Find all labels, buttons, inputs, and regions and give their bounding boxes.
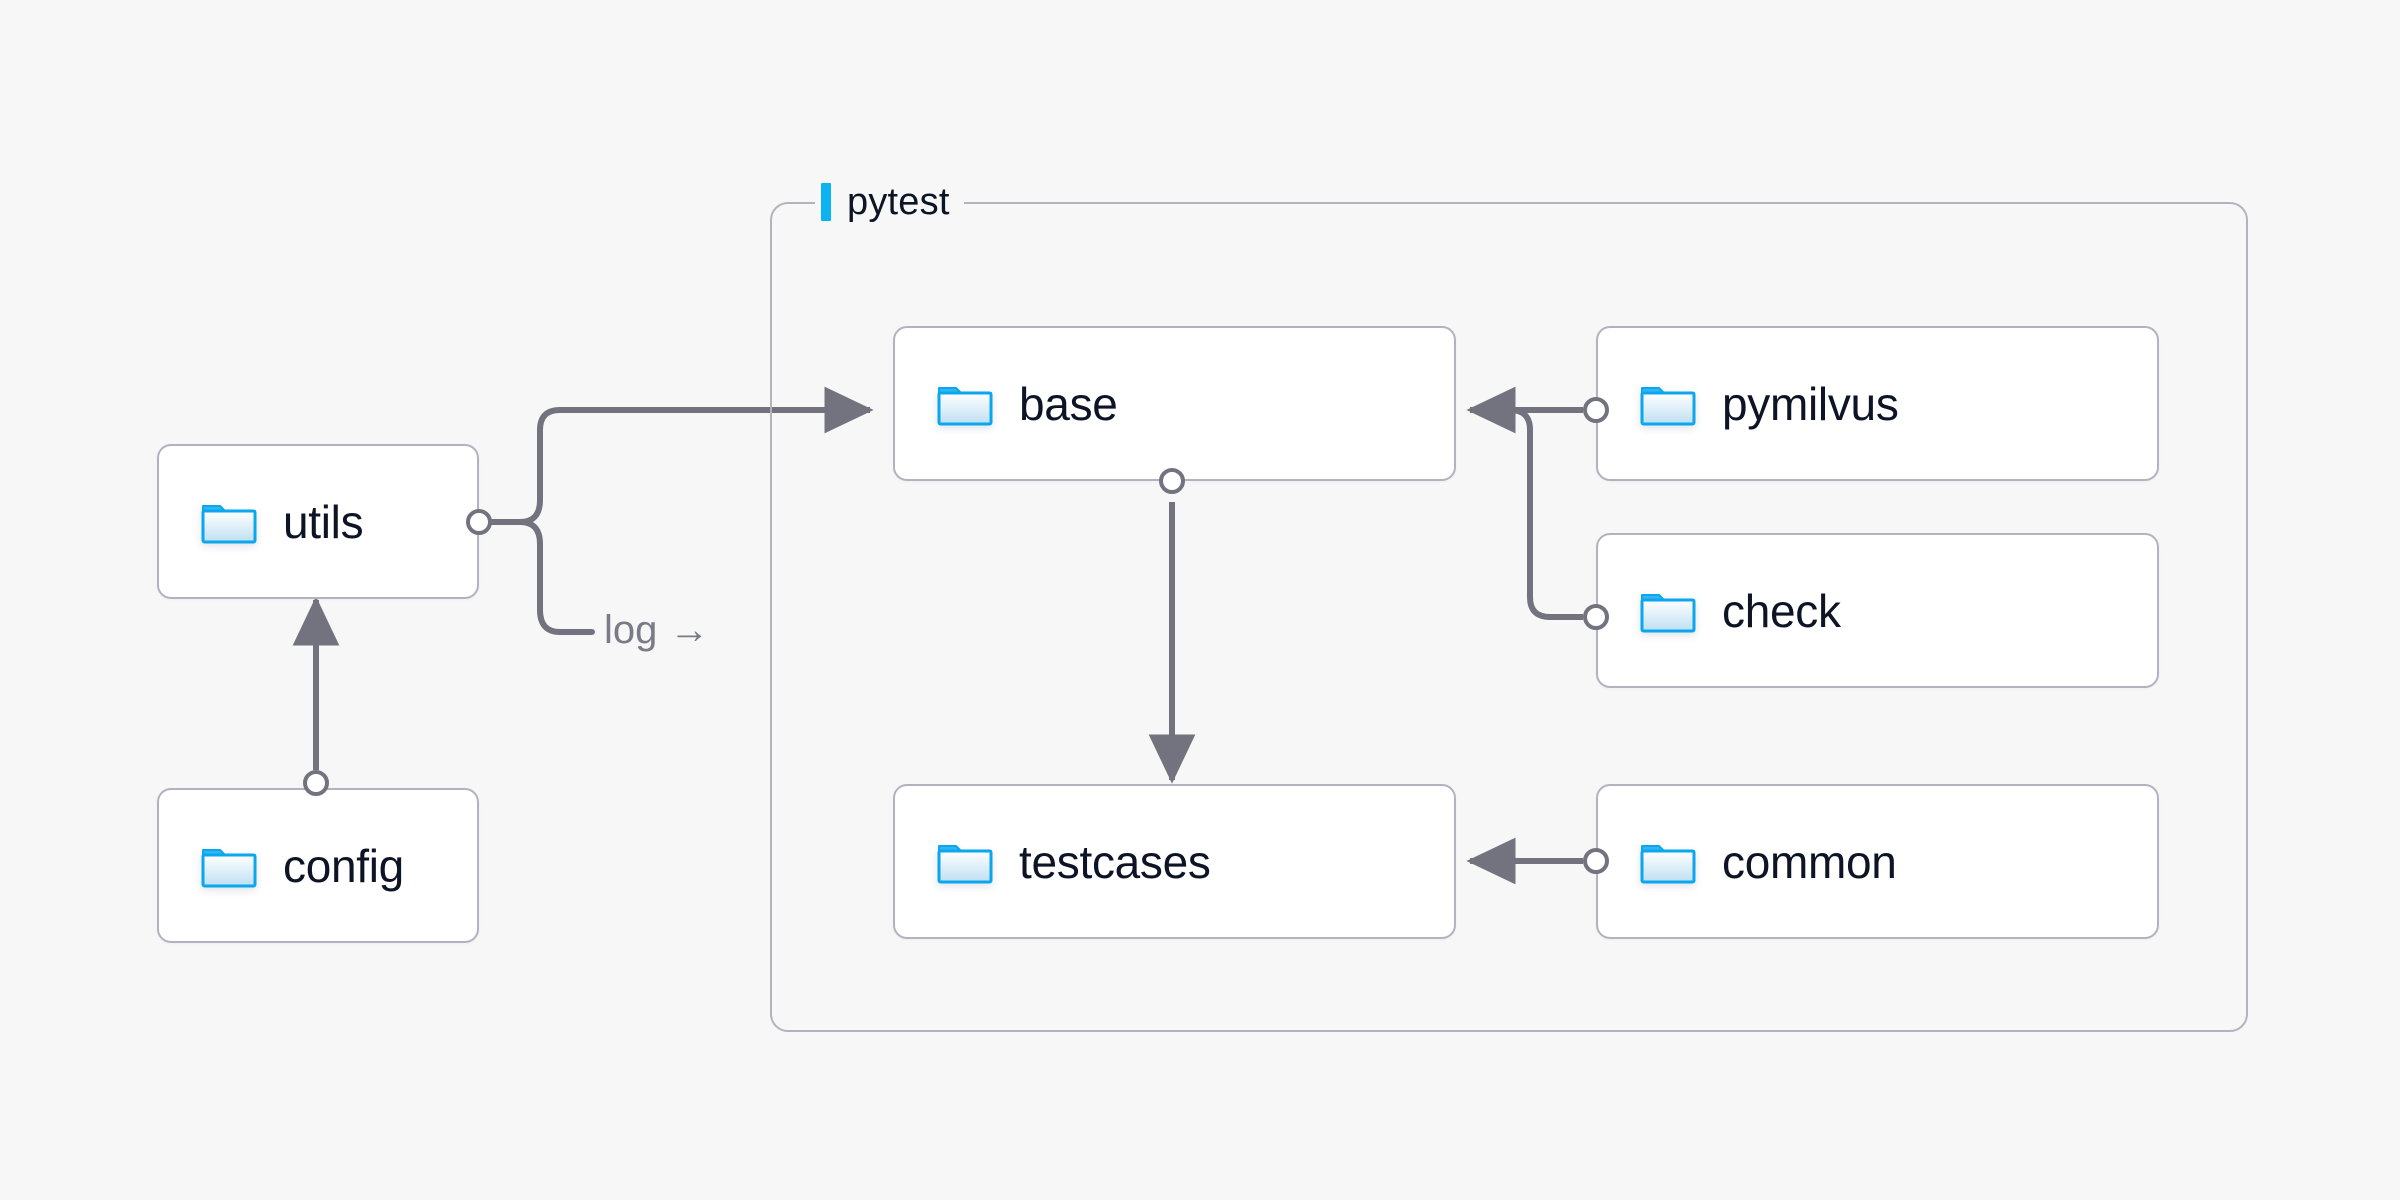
node-common-label: common (1722, 835, 1897, 888)
node-common[interactable]: common (1596, 784, 2159, 939)
group-container-pytest[interactable] (770, 202, 2248, 1032)
edge-label-log: log → (604, 610, 709, 650)
node-base-label: base (1019, 377, 1118, 430)
port-pymilvus-left[interactable] (1583, 397, 1609, 423)
folder-icon (1640, 844, 1696, 883)
folder-icon (937, 386, 993, 425)
folder-icon (201, 504, 257, 543)
node-check[interactable]: check (1596, 533, 2159, 688)
node-config-label: config (283, 839, 404, 892)
folder-icon (1640, 386, 1696, 425)
node-check-content: check (1598, 588, 1841, 634)
node-check-label: check (1722, 584, 1841, 637)
node-config[interactable]: config (157, 788, 479, 943)
edge-label-log-text: log (604, 608, 658, 652)
group-accent-bar-icon (821, 183, 831, 221)
node-pymilvus[interactable]: pymilvus (1596, 326, 2159, 481)
port-common-left[interactable] (1583, 848, 1609, 874)
folder-icon (1640, 593, 1696, 632)
group-label-pytest: pytest (815, 179, 964, 225)
group-label-text: pytest (847, 181, 950, 223)
node-testcases-label: testcases (1019, 835, 1211, 888)
folder-icon (937, 844, 993, 883)
node-utils-label: utils (283, 495, 364, 548)
node-utils[interactable]: utils (157, 444, 479, 599)
node-pymilvus-label: pymilvus (1722, 377, 1899, 430)
edge-utils-to-log (517, 519, 595, 635)
node-testcases-content: testcases (895, 839, 1211, 885)
node-utils-content: utils (159, 495, 364, 548)
node-pymilvus-content: pymilvus (1598, 381, 1899, 427)
node-config-content: config (159, 843, 404, 889)
folder-icon (201, 848, 257, 887)
node-base[interactable]: base (893, 326, 1456, 481)
port-config-top[interactable] (303, 770, 329, 796)
node-testcases[interactable]: testcases (893, 784, 1456, 939)
port-base-bottom[interactable] (1159, 468, 1185, 494)
arrow-right-icon: → (669, 608, 710, 652)
port-check-left[interactable] (1583, 604, 1609, 630)
node-base-content: base (895, 381, 1118, 427)
port-utils-right[interactable] (466, 509, 492, 535)
node-common-content: common (1598, 839, 1897, 885)
